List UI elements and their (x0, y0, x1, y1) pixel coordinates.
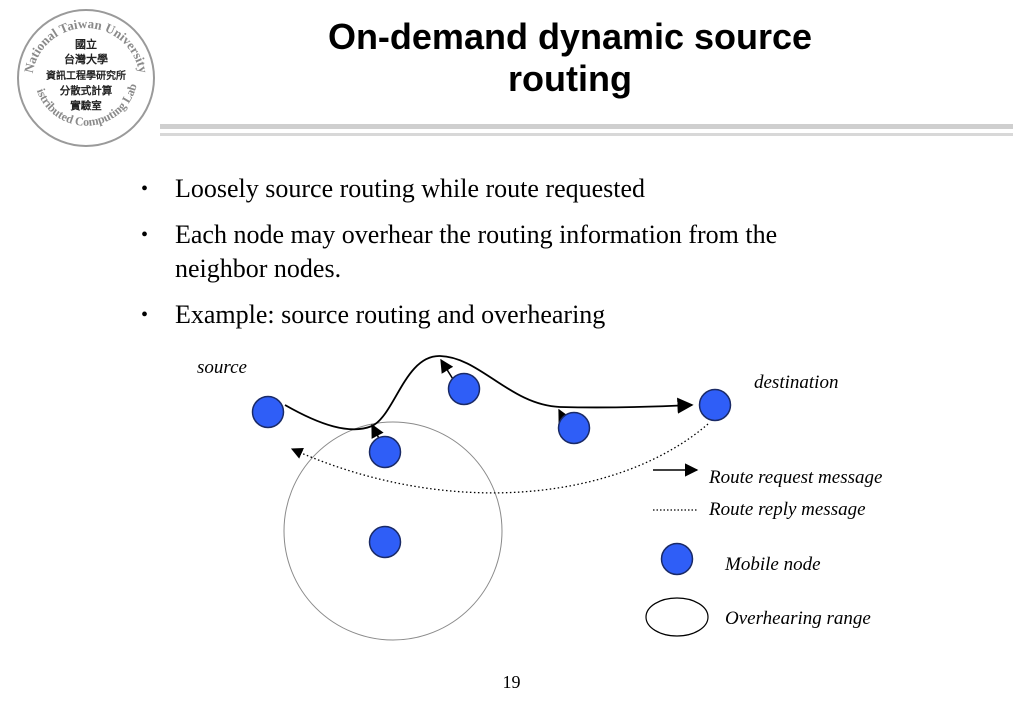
logo-line-3: 資訊工程學研究所 (46, 69, 126, 82)
legend-request-label: Route request message (708, 467, 882, 488)
title-divider-thick (160, 124, 1013, 129)
bullet-dot: • (141, 178, 149, 200)
title-divider-thin (160, 133, 1013, 136)
legend-node-label: Mobile node (724, 554, 821, 575)
legend: Route request message Route reply messag… (645, 463, 882, 637)
slide-title: On-demand dynamic source routing (220, 16, 920, 100)
bullet-item: • Loosely source routing while route req… (140, 172, 960, 206)
logo-line-5: 實驗室 (70, 99, 102, 112)
node-destination (698, 388, 732, 422)
node-source (251, 395, 285, 429)
legend-node-icon (660, 542, 694, 576)
slide-title-line-2: routing (508, 58, 632, 99)
bullet-list: • Loosely source routing while route req… (140, 172, 960, 344)
university-logo: National Taiwan University Distributed C… (14, 6, 155, 147)
node-relay-left (368, 435, 402, 469)
route-reply-path (290, 423, 709, 494)
bullet-text: Loosely source routing while route reque… (175, 174, 646, 203)
node-relay-right (557, 411, 591, 445)
source-label: source (197, 357, 247, 378)
node-overhearing (368, 525, 402, 559)
page-number: 19 (502, 672, 521, 692)
route-request-path (284, 355, 694, 431)
bullet-text-continued: neighbor nodes. (175, 254, 342, 283)
logo-line-4: 分散式計算 (60, 84, 113, 97)
node-relay-top (447, 372, 481, 406)
legend-reply-label: Route reply message (708, 499, 866, 520)
legend-range-icon (645, 597, 709, 637)
bullet-dot: • (141, 224, 149, 246)
destination-label: destination (754, 372, 838, 393)
bullet-text: Each node may overhear the routing infor… (175, 220, 778, 249)
bullet-dot: • (141, 304, 149, 326)
legend-range-label: Overhearing range (725, 608, 871, 629)
logo-line-1: 國立 (75, 37, 97, 51)
slide-title-line-1: On-demand dynamic source (327, 16, 813, 57)
bullet-item: • Each node may overhear the routing inf… (140, 218, 960, 286)
bullet-item: • Example: source routing and overhearin… (140, 298, 960, 332)
overhearing-range-circle (283, 421, 503, 641)
logo-line-2: 台灣大學 (64, 52, 108, 66)
bullet-text: Example: source routing and overhearing (175, 300, 606, 329)
